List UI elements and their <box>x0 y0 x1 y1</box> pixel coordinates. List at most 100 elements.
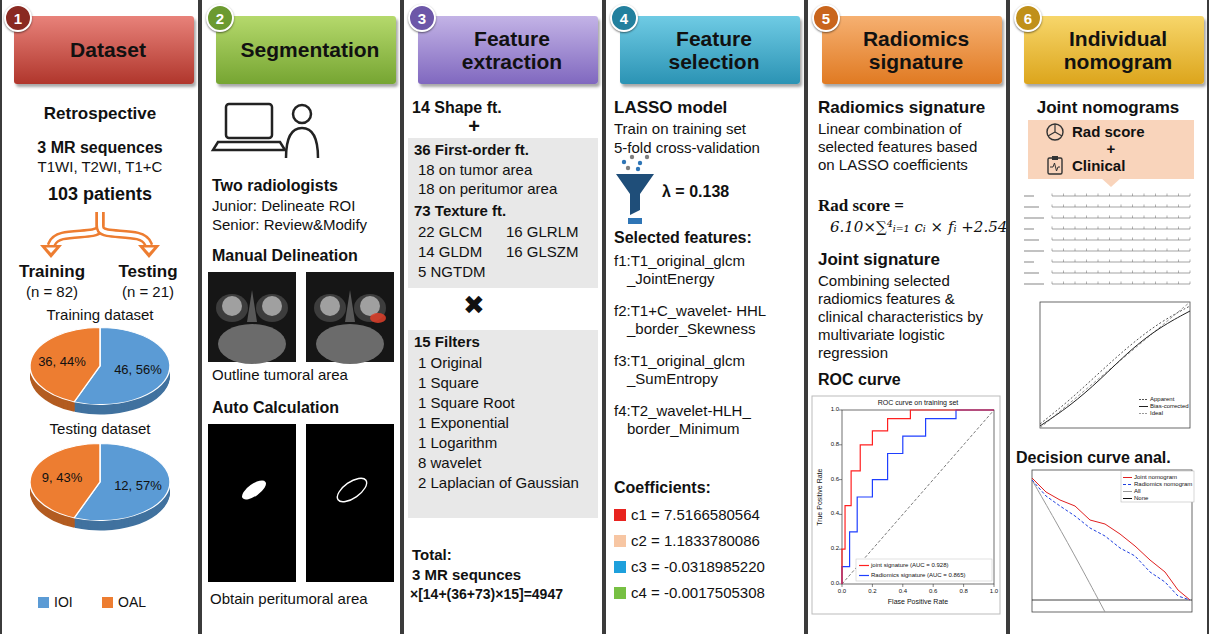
body-text: Senior: Review&Modify <box>212 216 398 234</box>
data-dot <box>622 160 626 164</box>
legend-swatch <box>614 535 626 547</box>
legend-text: Apparent <box>1150 396 1200 403</box>
nomogram-tick <box>1098 260 1099 263</box>
nomogram-tick <box>1155 282 1156 285</box>
section-heading: ROC curve <box>818 370 1004 389</box>
tumor-mask <box>239 477 269 503</box>
arrow-head <box>138 245 160 258</box>
frame-edge <box>1207 0 1209 634</box>
tick-label: 0.6 <box>923 588 943 595</box>
tumor-outline <box>370 313 386 323</box>
legend-text: Radiomics signature (AUC = 0.865) <box>871 572 991 579</box>
arrow-head-inner <box>46 248 56 254</box>
arrow-head-inner <box>144 248 154 254</box>
legend-item: c1 = 7.5166580564 <box>614 506 760 523</box>
nomogram-tick <box>1144 282 1145 285</box>
nomogram-tick <box>1190 271 1191 274</box>
arrow-head <box>40 245 62 258</box>
plot-area <box>842 410 994 584</box>
legend-text: Radiomics nomogram <box>1134 481 1194 488</box>
nomogram-tick <box>1178 205 1179 208</box>
nomogram-tick <box>1121 260 1122 263</box>
body-text: Train on training set <box>614 120 800 138</box>
nomogram-tick <box>1063 282 1064 285</box>
data-dot <box>626 166 630 170</box>
feature-name: f4:T2_wavelet-HLH_ border_Minimum <box>614 402 800 438</box>
split-label: Training <box>4 262 100 282</box>
nomogram-tick <box>1075 194 1076 197</box>
nomogram-tick <box>1086 238 1087 241</box>
funnel-output <box>628 218 642 224</box>
nomogram-tick <box>1190 260 1191 263</box>
tick-label: 0.4 <box>893 588 913 595</box>
step-number-badge: 2 <box>206 4 234 32</box>
nomogram-tick <box>1052 238 1053 241</box>
legend-text: c4 = -0.0017505308 <box>631 584 765 601</box>
nomogram-tick <box>1075 260 1076 263</box>
score-icon <box>1047 124 1063 140</box>
nomogram-tick <box>1190 238 1191 241</box>
nomogram-tick <box>1063 205 1064 208</box>
nomogram-tick <box>1132 194 1133 197</box>
nomogram-tick <box>1075 249 1076 252</box>
step-header-banner: Feature selection <box>620 16 800 84</box>
nomogram-tick <box>1075 282 1076 285</box>
operator-symbol: ✖ <box>404 292 544 318</box>
decision-none <box>1032 600 1192 601</box>
split-arrow <box>100 212 149 246</box>
filter-text: 1 Logarithm <box>418 434 497 452</box>
orbit <box>314 294 346 322</box>
brain <box>218 324 286 364</box>
nomogram-tick <box>1167 260 1168 263</box>
pie-value: 36, 44% <box>32 354 92 370</box>
input-icons <box>1044 122 1068 176</box>
step-title: Individual nomogram <box>1042 27 1194 73</box>
filter-text: 1 Exponential <box>418 414 509 432</box>
nomogram-tick <box>1109 216 1110 219</box>
tick-mark <box>872 584 873 587</box>
parameter-value: λ = 0.138 <box>662 182 802 201</box>
nomogram-tick <box>1190 216 1191 219</box>
filter-text: 15 Filters <box>414 333 480 351</box>
nomogram-tick <box>1086 216 1087 219</box>
nomogram-tick <box>1132 238 1133 241</box>
legend-swatch <box>38 597 49 608</box>
peritumor-ring <box>333 474 370 507</box>
nomogram-tick <box>1155 205 1156 208</box>
nomogram-tick <box>1075 227 1076 230</box>
nomogram-tick <box>1132 249 1133 252</box>
legend-sample <box>859 575 869 576</box>
feature-group-text: 22 GLCM <box>418 223 482 241</box>
tick-label: 0.8 <box>822 441 839 448</box>
nomogram-row-name <box>1024 239 1039 240</box>
nomogram-tick <box>1121 216 1122 219</box>
nomogram-tick <box>1109 194 1110 197</box>
nomogram-row-name <box>1024 283 1044 284</box>
nomogram-tick <box>1144 205 1145 208</box>
nomogram-tick <box>1098 227 1099 230</box>
nomogram-tick <box>1121 205 1122 208</box>
laptop-base <box>213 142 285 150</box>
nomogram-tick <box>1098 249 1099 252</box>
nomogram-tick <box>1167 271 1168 274</box>
nomogram-tick <box>1063 238 1064 241</box>
feature-name: f1:T1_original_glcm _JointEnergy <box>614 252 800 288</box>
nomogram-tick <box>1063 216 1064 219</box>
body-text: T1WI, T2WI, T1+C <box>4 158 196 176</box>
nomogram-tick <box>1190 249 1191 252</box>
nomogram-tick <box>1075 238 1076 241</box>
input-text: + <box>1032 140 1190 158</box>
nomogram-tick <box>1052 205 1053 208</box>
step-number: 2 <box>216 11 224 26</box>
nomogram-tick <box>1086 260 1087 263</box>
nomogram-tick <box>1063 194 1064 197</box>
feature-group-text: 14 GLDM <box>418 243 482 261</box>
score-icon-blades <box>1048 124 1062 136</box>
legend-text: OAL <box>118 594 146 610</box>
legend-item: IOI <box>38 594 73 610</box>
step-header-banner: Segmentation <box>216 16 396 84</box>
legend-text: c2 = 1.1833780086 <box>631 532 760 549</box>
nomogram-tick <box>1075 271 1076 274</box>
input-box: Rad score+Clinical <box>1028 120 1194 179</box>
image-caption: Outline tumoral area <box>212 366 398 384</box>
